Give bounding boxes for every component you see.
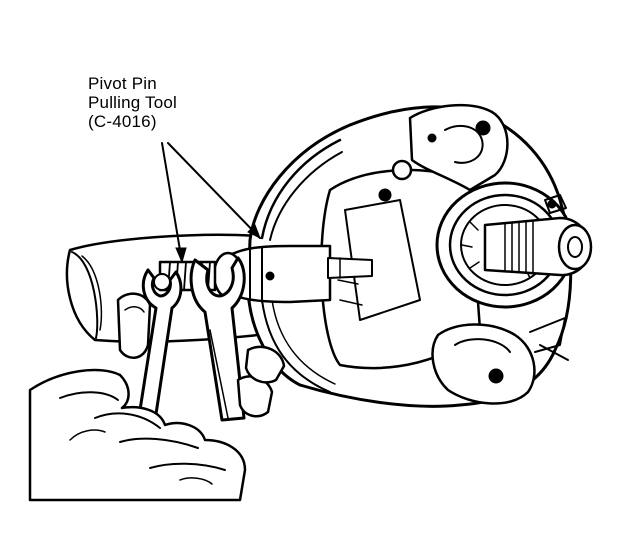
bolt-upper-left <box>427 133 437 143</box>
bolt-lower <box>488 368 504 384</box>
callout-line-2: Pulling Tool <box>88 93 178 112</box>
bolt-mid <box>378 188 392 202</box>
open-end-wrench-front <box>189 256 246 422</box>
pivot-pin-pulling-tool-label: Pivot Pin Pulling Tool (C-4016) <box>88 74 177 131</box>
technician-hands <box>28 292 286 502</box>
callout-line-1: Pivot Pin <box>88 74 157 93</box>
bolt-upper-right <box>475 120 491 136</box>
lower-mounting-lobe <box>431 317 569 405</box>
upper-mounting-lobe <box>378 103 509 202</box>
steering-shaft-end <box>483 194 593 277</box>
pivot-boss-upper <box>391 159 413 181</box>
callout-line-3: (C-4016) <box>88 112 157 131</box>
callout-leader-lines <box>161 142 261 264</box>
